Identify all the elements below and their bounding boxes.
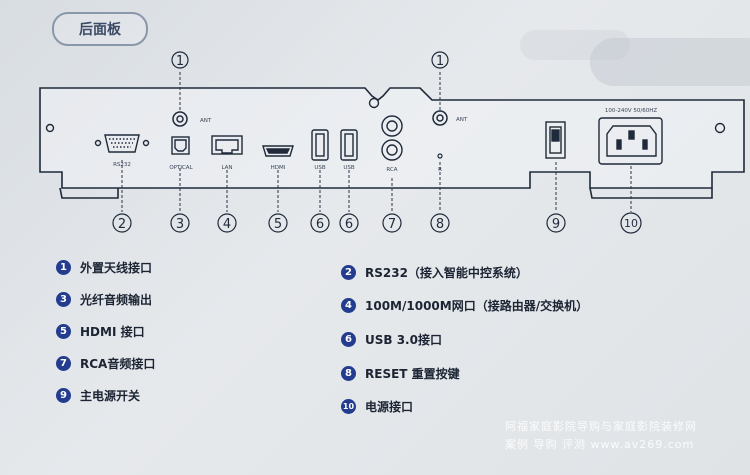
callout-6a: 6 <box>310 213 330 233</box>
legend-item-5: 5 HDMI 接口 <box>56 323 145 340</box>
callout-num-3: 3 <box>176 217 184 232</box>
legend-text: 电源接口 <box>365 400 414 414</box>
usb-port-icon <box>340 129 358 161</box>
port-label-power: 100-240V 50/60HZ <box>605 108 657 114</box>
callout-leaders <box>121 72 632 212</box>
usb-port-icon <box>311 129 329 161</box>
legend-item-9: 9 主电源开关 <box>56 387 140 404</box>
callout-num-7: 7 <box>388 217 396 232</box>
legend-number-badge: 10 <box>341 399 356 414</box>
legend-item-3: 3 光纤音频输出 <box>56 291 152 308</box>
legend-text: RCA音频接口 <box>80 357 156 371</box>
callout-number-circles: 1 1 2 3 4 5 6 6 7 8 9 10 <box>112 51 642 234</box>
section-title-text: 后面板 <box>79 22 121 38</box>
port-label-ant-1: ANT <box>200 118 212 124</box>
legend-number-badge: 6 <box>341 332 356 347</box>
port-label-hdmi: HDMI <box>271 165 286 171</box>
legend-number-badge: 1 <box>56 260 71 275</box>
background-decoration <box>590 38 750 86</box>
legend-text: 光纤音频输出 <box>80 293 153 307</box>
hdmi-port-icon <box>262 145 294 157</box>
port-label-reset: R <box>438 167 442 173</box>
callout-num-8: 8 <box>436 217 444 232</box>
callout-6b: 6 <box>339 213 359 233</box>
callout-9: 9 <box>546 213 566 233</box>
legend-number-badge: 2 <box>341 265 356 280</box>
port-label-usb-2: USB <box>343 165 355 171</box>
port-label-rca: RCA <box>386 167 397 173</box>
antenna-port-icon <box>172 111 188 127</box>
legend-item-8: 8 RESET 重置按键 <box>341 365 460 382</box>
callout-2: 2 <box>112 213 132 233</box>
power-socket-icon <box>598 117 663 165</box>
port-label-ant-2: ANT <box>456 117 468 123</box>
legend-number-badge: 5 <box>56 324 71 339</box>
callout-8: 8 <box>430 213 450 233</box>
legend-number-badge: 4 <box>341 298 356 313</box>
legend-number-badge: 9 <box>56 388 71 403</box>
legend-number-badge: 3 <box>56 292 71 307</box>
callout-10: 10 <box>620 212 642 234</box>
device-body <box>39 87 745 199</box>
callout-num-1b: 1 <box>436 54 444 69</box>
power-switch-icon <box>545 121 566 159</box>
port-labels: ANT RS232 OPTICAL LAN HDMI USB USB RCA A… <box>113 108 657 173</box>
rs232-port-icon <box>94 134 150 153</box>
port-label-optical: OPTICAL <box>169 165 193 171</box>
legend-number-badge: 8 <box>341 366 356 381</box>
legend-item-4: 4 100M/1000M网口（接路由器/交换机） <box>341 297 588 314</box>
watermark-line-2: 案例 导购 评测 www.av269.com <box>505 438 695 451</box>
callout-7: 7 <box>382 213 402 233</box>
optical-port-icon <box>171 136 190 155</box>
reset-button-icon <box>437 153 443 159</box>
callout-5: 5 <box>268 213 288 233</box>
antenna-port-icon <box>432 110 448 126</box>
callout-num-6b: 6 <box>345 217 353 232</box>
port-label-rs232: RS232 <box>113 162 131 168</box>
callout-3: 3 <box>170 213 190 233</box>
watermark-line-1: 阿福家庭影院导购与家庭影院装修网 <box>505 420 697 433</box>
callout-num-4: 4 <box>223 217 231 232</box>
legend-text: HDMI 接口 <box>80 325 145 339</box>
callout-num-2: 2 <box>118 217 126 232</box>
legend-item-6: 6 USB 3.0接口 <box>341 331 442 348</box>
port-label-usb-1: USB <box>314 165 326 171</box>
legend-item-7: 7 RCA音频接口 <box>56 355 155 372</box>
callout-4: 4 <box>217 213 237 233</box>
callout-num-9: 9 <box>552 217 560 232</box>
lan-port-icon <box>211 135 243 155</box>
port-label-lan: LAN <box>221 165 232 171</box>
legend-item-2: 2 RS232（接入智能中控系统） <box>341 264 528 281</box>
callout-num-5: 5 <box>274 217 282 232</box>
callout-1b: 1 <box>431 51 449 69</box>
legend-text: USB 3.0接口 <box>365 333 442 347</box>
legend-item-10: 10 电源接口 <box>341 398 413 415</box>
callout-num-1a: 1 <box>176 54 184 69</box>
legend-text: 主电源开关 <box>80 389 141 403</box>
legend-text: 100M/1000M网口（接路由器/交换机） <box>365 299 589 313</box>
callout-num-6a: 6 <box>316 217 324 232</box>
callout-num-10: 10 <box>624 217 638 230</box>
legend-text: RS232（接入智能中控系统） <box>365 266 528 280</box>
legend-number-badge: 7 <box>56 356 71 371</box>
legend-text: 外置天线接口 <box>80 261 153 275</box>
legend-item-1: 1 外置天线接口 <box>56 259 152 276</box>
background-decoration <box>520 30 630 60</box>
rca-port-icon <box>381 115 403 161</box>
screw-icon <box>45 97 726 134</box>
legend-text: RESET 重置按键 <box>365 367 460 381</box>
section-title: 后面板 <box>52 12 148 46</box>
callout-1a: 1 <box>171 51 189 69</box>
